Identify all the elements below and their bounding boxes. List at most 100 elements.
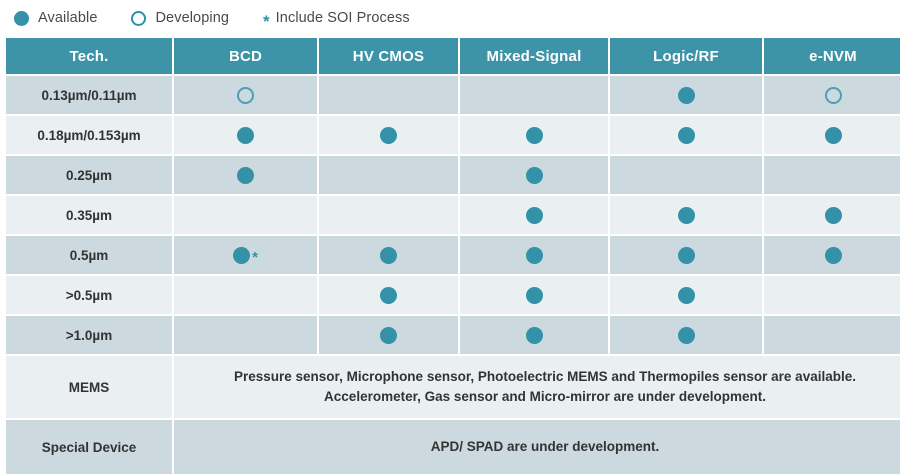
cell-marker-available — [765, 206, 900, 224]
column-header-logic-rf: Logic/RF — [610, 38, 762, 74]
available-filled-circle-icon — [380, 326, 397, 344]
matrix-cell-r6-c0 — [174, 316, 317, 354]
matrix-cell-r3-c0 — [174, 196, 317, 234]
note-line-1: Pressure sensor, Microphone sensor, Phot… — [234, 369, 856, 385]
matrix-cell-r1-c3 — [610, 116, 762, 154]
note-row-label: MEMS — [6, 356, 172, 418]
column-header-tech: Tech. — [6, 38, 172, 74]
row-label: 0.35µm — [6, 196, 172, 234]
matrix-cell-r5-c4 — [764, 276, 900, 314]
available-filled-circle-icon — [237, 126, 254, 144]
asterisk-icon: * — [263, 11, 270, 31]
available-filled-circle-icon — [525, 326, 543, 344]
matrix-cell-r4-c2 — [460, 236, 608, 274]
available-filled-circle-icon — [677, 246, 695, 264]
column-header-envm: e-NVM — [764, 38, 900, 74]
cell-marker-available — [175, 126, 316, 144]
matrix-cell-r6-c4 — [764, 316, 900, 354]
technology-matrix-table: Tech. BCD HV CMOS Mixed-Signal Logic/RF … — [4, 36, 900, 476]
matrix-cell-r3-c2 — [460, 196, 608, 234]
available-filled-circle-icon — [380, 126, 397, 144]
available-filled-circle-icon — [525, 206, 543, 224]
available-filled-circle-icon — [824, 126, 842, 144]
cell-marker-available — [461, 246, 607, 264]
technology-matrix-container: Tech. BCD HV CMOS Mixed-Signal Logic/RF … — [0, 36, 900, 476]
matrix-cell-r1-c2 — [460, 116, 608, 154]
cell-marker-available-soi: * — [175, 246, 316, 266]
matrix-cell-r6-c3 — [610, 316, 762, 354]
matrix-cell-r5-c2 — [460, 276, 608, 314]
available-filled-circle-icon — [677, 326, 695, 344]
row-label: 0.25µm — [6, 156, 172, 194]
matrix-cell-r0-c1 — [319, 76, 458, 114]
row-label: >1.0µm — [6, 316, 172, 354]
cell-marker-available — [461, 206, 607, 224]
matrix-cell-r4-c4 — [764, 236, 900, 274]
available-filled-circle-icon — [14, 10, 29, 26]
cell-marker-available — [611, 206, 761, 224]
available-filled-circle-icon — [677, 126, 695, 144]
matrix-cell-r5-c0 — [174, 276, 317, 314]
matrix-cell-r3-c1 — [319, 196, 458, 234]
matrix-cell-r2-c4 — [764, 156, 900, 194]
table-row: >0.5µm — [6, 276, 900, 314]
available-filled-circle-icon — [677, 86, 695, 104]
asterisk-icon: * — [252, 248, 258, 266]
matrix-cell-r4-c1 — [319, 236, 458, 274]
matrix-cell-r4-c3 — [610, 236, 762, 274]
table-row: 0.5µm * — [6, 236, 900, 274]
available-filled-circle-icon — [525, 166, 543, 184]
available-filled-circle-icon — [233, 246, 251, 264]
matrix-cell-r4-c0: * — [174, 236, 317, 274]
column-header-bcd: BCD — [174, 38, 317, 74]
available-filled-circle-icon — [525, 286, 543, 304]
legend-item-soi: * Include SOI Process — [263, 10, 410, 31]
note-row-text: Pressure sensor, Microphone sensor, Phot… — [174, 356, 900, 418]
row-label: >0.5µm — [6, 276, 172, 314]
cell-marker-developing — [175, 86, 316, 104]
cell-marker-available — [461, 326, 607, 344]
table-header: Tech. BCD HV CMOS Mixed-Signal Logic/RF … — [6, 38, 900, 74]
legend-item-developing: Developing — [131, 10, 229, 26]
column-header-hv-cmos: HV CMOS — [319, 38, 458, 74]
matrix-cell-r5-c1 — [319, 276, 458, 314]
table-row: 0.25µm — [6, 156, 900, 194]
cell-marker-available — [320, 246, 457, 264]
developing-hollow-circle-icon — [131, 10, 147, 26]
matrix-cell-r2-c0 — [174, 156, 317, 194]
matrix-cell-r0-c4 — [764, 76, 900, 114]
available-filled-circle-icon — [380, 246, 397, 264]
legend: Available Developing * Include SOI Proce… — [0, 0, 900, 36]
available-filled-circle-icon — [380, 286, 397, 304]
column-header-mixed-signal: Mixed-Signal — [460, 38, 608, 74]
cell-marker-available — [320, 286, 457, 304]
available-filled-circle-icon — [677, 206, 695, 224]
legend-label-developing: Developing — [155, 10, 230, 26]
header-row: Tech. BCD HV CMOS Mixed-Signal Logic/RF … — [6, 38, 900, 74]
matrix-cell-r5-c3 — [610, 276, 762, 314]
matrix-cell-r2-c3 — [610, 156, 762, 194]
table-row: 0.35µm — [6, 196, 900, 234]
cell-marker-available — [765, 246, 900, 264]
cell-marker-available — [461, 166, 607, 184]
cell-marker-available — [320, 326, 457, 344]
available-filled-circle-icon — [824, 246, 842, 264]
table-row: 0.13µm/0.11µm — [6, 76, 900, 114]
cell-marker-available — [175, 166, 316, 184]
matrix-cell-r6-c1 — [319, 316, 458, 354]
cell-marker-available — [611, 286, 761, 304]
matrix-cell-r3-c4 — [764, 196, 900, 234]
matrix-cell-r0-c0 — [174, 76, 317, 114]
cell-marker-available — [461, 126, 607, 144]
matrix-cell-r2-c2 — [460, 156, 608, 194]
matrix-cell-r1-c4 — [764, 116, 900, 154]
note-line-1: APD/ SPAD are under development. — [430, 439, 660, 455]
legend-item-available: Available — [14, 10, 97, 26]
available-filled-circle-icon — [824, 206, 842, 224]
row-label: 0.5µm — [6, 236, 172, 274]
matrix-cell-r3-c3 — [610, 196, 762, 234]
legend-label-available: Available — [38, 10, 98, 26]
matrix-cell-r0-c3 — [610, 76, 762, 114]
available-filled-circle-icon — [237, 166, 254, 184]
